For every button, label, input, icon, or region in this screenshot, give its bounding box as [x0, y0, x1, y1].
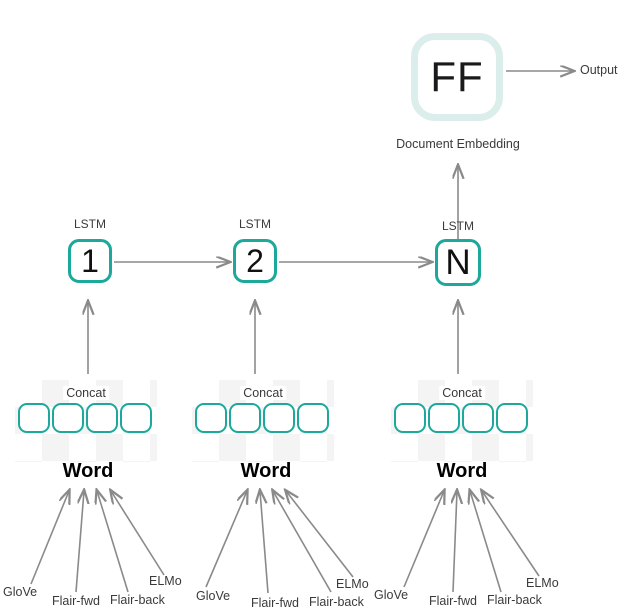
glove2-label: GloVe [196, 589, 231, 603]
arrow-flairfwd-to-word3 [453, 491, 457, 593]
lstmN-label: LSTM [441, 219, 474, 233]
lstmN-box: N [435, 239, 481, 286]
flair-fwd2-label: Flair-fwd [251, 596, 299, 610]
concat1-label: Concat [63, 386, 109, 400]
flair-back2-label: Flair-back [309, 595, 364, 609]
concat-group-1: Concat [15, 380, 157, 462]
lstm2-value: 2 [246, 242, 264, 279]
arrow-elmo-to-word2 [286, 491, 354, 578]
embedding-slot [263, 403, 295, 433]
feedforward-label: FF [430, 53, 484, 100]
lstm1-box: 1 [68, 239, 112, 283]
flair-back1-label: Flair-back [110, 593, 165, 607]
concat3-label: Concat [439, 386, 485, 400]
embedding-slot [86, 403, 118, 433]
word2-label: Word [240, 460, 292, 482]
lstm1-value: 1 [81, 242, 99, 279]
lstmN-value: N [445, 242, 471, 282]
word3-label: Word [436, 460, 488, 482]
glove3-label: GloVe [374, 588, 409, 602]
output-label: Output [580, 63, 618, 77]
arrow-elmo-to-word1 [111, 491, 165, 576]
feedforward-box: FF [411, 33, 503, 121]
lstm2-label: LSTM [238, 217, 271, 231]
embedding-slot [229, 403, 261, 433]
embedding-slot [428, 403, 460, 433]
arrow-flairfwd-to-word2 [260, 491, 269, 594]
embedding-slots-2 [195, 403, 329, 433]
concat-group-3: Concat [391, 380, 533, 462]
arrow-elmo-to-word3 [482, 491, 540, 577]
concat2-label: Concat [240, 386, 286, 400]
lstm1-label: LSTM [73, 217, 106, 231]
flair-fwd1-label: Flair-fwd [52, 594, 100, 608]
arrow-glove-to-word1 [30, 491, 69, 585]
embedding-slot [394, 403, 426, 433]
embedding-slot [496, 403, 528, 433]
arrow-flairback-to-word1 [97, 491, 129, 593]
embedding-slot [18, 403, 50, 433]
embedding-slots-1 [18, 403, 152, 433]
arrow-glove-to-word2 [205, 491, 247, 588]
concat-group-2: Concat [192, 380, 334, 462]
glove1-label: GloVe [3, 585, 38, 599]
embedding-slots-3 [394, 403, 528, 433]
embedding-slot [120, 403, 152, 433]
arrow-glove-to-word3 [403, 491, 444, 588]
arrow-flairback-to-word2 [273, 491, 332, 593]
embedding-slot [297, 403, 329, 433]
embedding-slot [52, 403, 84, 433]
embedding-slot [195, 403, 227, 433]
word1-label: Word [62, 460, 114, 482]
document-embedding-label: Document Embedding [396, 137, 520, 151]
elmo1-label: ELMo [149, 574, 182, 588]
flair-fwd3-label: Flair-fwd [429, 594, 477, 608]
elmo2-label: ELMo [336, 577, 369, 591]
embedding-slot [462, 403, 494, 433]
flair-back3-label: Flair-back [487, 593, 542, 607]
elmo3-label: ELMo [526, 576, 559, 590]
arrow-flairfwd-to-word1 [75, 491, 84, 593]
lstm2-box: 2 [233, 239, 277, 283]
arrow-flairback-to-word3 [470, 491, 502, 593]
